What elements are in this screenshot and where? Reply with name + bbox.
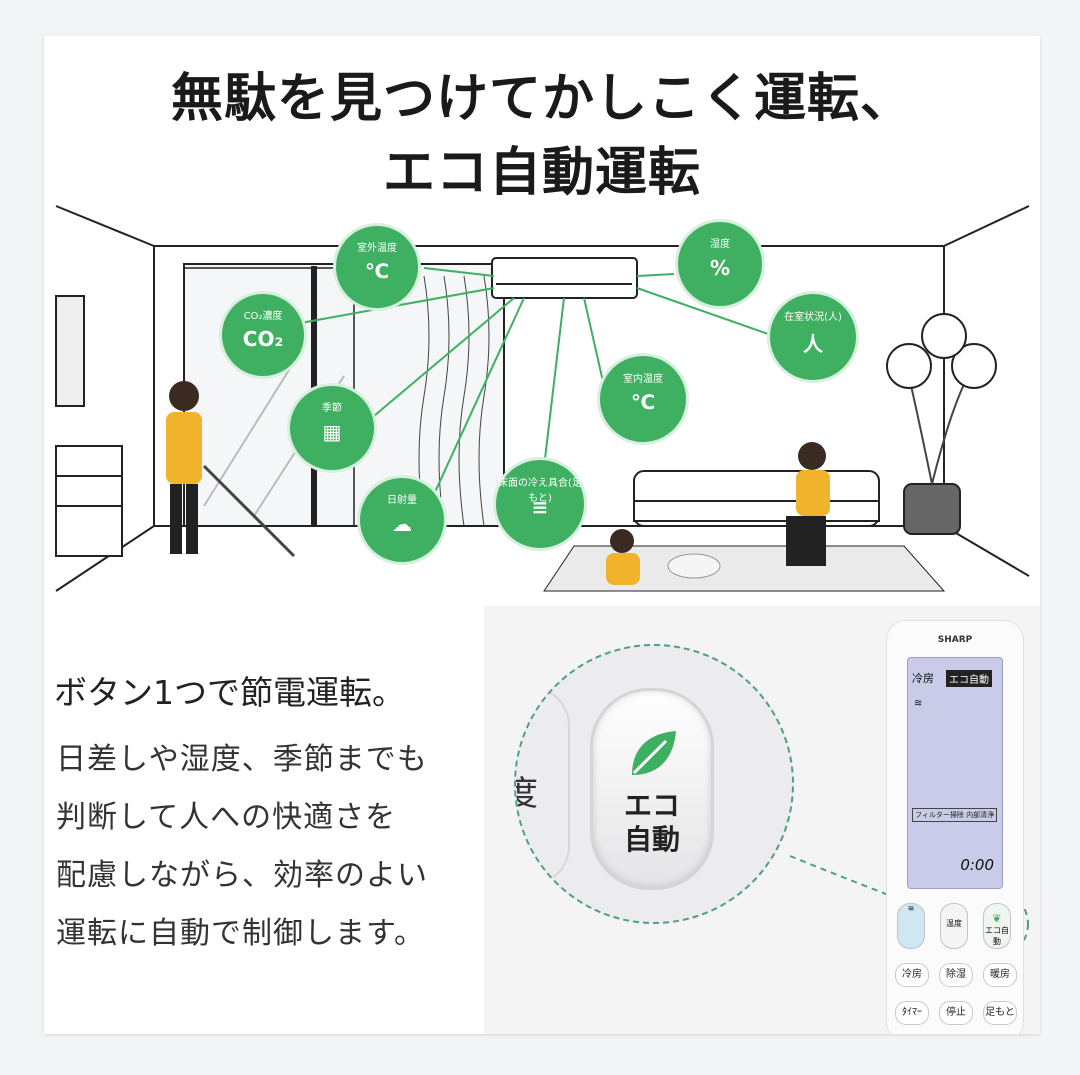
eco-auto-button-large[interactable]: エコ 自動: [590, 688, 714, 890]
fan-icon: ≋: [914, 698, 923, 709]
solar-bubble: 日射量 ☁: [360, 478, 444, 562]
bubble-label: 床面の冷え具合(足もと): [498, 478, 582, 505]
humidity-bubble: 湿度 %: [678, 222, 762, 306]
bubble-label: 在室状況(人): [784, 311, 842, 323]
mode-text: 冷房: [912, 672, 934, 685]
bubble-label: 湿度: [710, 239, 730, 251]
cool-button[interactable]: 冷房: [895, 963, 929, 987]
side-button: [516, 686, 570, 886]
temp-button-label: 温度: [946, 919, 962, 928]
bubble-label: CO₂濃度: [243, 311, 283, 323]
foot-button[interactable]: 足もと: [983, 1001, 1017, 1025]
brand-logo: SHARP: [937, 635, 973, 645]
timer-display: 0:00: [960, 856, 994, 874]
feature-line: 判断して人への快適さを: [56, 800, 397, 835]
stop-button[interactable]: 停止: [939, 1001, 973, 1025]
leaf-small-icon: ❦: [992, 912, 1002, 925]
fan-button[interactable]: ≋: [897, 903, 925, 949]
feature-line: 運転に自動で制御します。: [56, 916, 425, 951]
eco-button-zoom: 度 エコ 自動: [514, 644, 794, 924]
thermometer-sun-icon: ℃: [364, 258, 390, 283]
eco-label-line: エコ: [623, 789, 680, 822]
season-bubble: 季節 ▦: [290, 386, 374, 470]
co2-bubble: CO₂濃度 CO₂: [222, 294, 304, 376]
house-thermometer-icon: ℃: [630, 390, 656, 415]
headline-line-1: 無駄を見つけてかしこく運転、: [170, 69, 913, 129]
remote-photo: 度 エコ 自動 SHARP 冷房 エコ自動 ≋ フィル: [484, 606, 1040, 1034]
side-button-label: 度: [516, 766, 538, 815]
floor-temp-bubble: 床面の冷え具合(足もと) ≡: [496, 460, 584, 548]
eco-label-line: 自動: [623, 823, 680, 856]
remote-control: SHARP 冷房 エコ自動 ≋ フィルター掃除 内部清浄 0:00 ≋ 温度 ❦…: [886, 620, 1024, 1034]
feature-headline: ボタン1つで節電運転。: [54, 673, 405, 712]
bubble-label: 室内温度: [623, 373, 663, 385]
indoor-temp-bubble: 室内温度 ℃: [600, 356, 686, 442]
bubble-label: 日射量: [387, 495, 417, 507]
filter-status: フィルター掃除 内部清浄: [912, 808, 998, 822]
dry-button[interactable]: 除湿: [939, 963, 973, 987]
headline-line-2: エコ自動運転: [382, 143, 701, 203]
calendar-icon: ▦: [322, 419, 342, 444]
bubble-label: 季節: [322, 403, 342, 415]
bubble-label: 室外温度: [357, 243, 397, 255]
room-line-art: [55, 205, 1030, 592]
humidity-icon: %: [709, 255, 731, 280]
product-card: 無駄を見つけてかしこく運転、 エコ自動運転: [44, 36, 1040, 1034]
feature-body: 日差しや湿度、季節までも 判断して人への快適さを 配慮しながら、効率のよい 運転…: [56, 731, 428, 963]
outdoor-temp-bubble: 室外温度 ℃: [336, 226, 418, 308]
room-illustration: 室外温度 ℃ 湿度 % CO₂濃度 CO₂ 在室状況(人) 人 季節 ▦ 室内温…: [44, 196, 1040, 616]
eco-indicator: エコ自動: [946, 670, 992, 687]
temp-button[interactable]: 温度: [940, 903, 968, 949]
eco-auto-button[interactable]: ❦ エコ自動: [983, 903, 1011, 949]
co2-icon: CO₂: [242, 326, 284, 351]
sun-cloud-icon: ☁: [392, 511, 412, 536]
timer-button[interactable]: ﾀｲﾏｰ: [895, 1001, 929, 1025]
feature-line: 日差しや湿度、季節までも: [56, 742, 428, 777]
eco-button-label: エコ 自動: [593, 789, 711, 857]
eco-auto-label: エコ自動: [985, 926, 1009, 946]
heat-button[interactable]: 暖房: [983, 963, 1017, 987]
remote-display: 冷房 エコ自動 ≋ フィルター掃除 内部清浄 0:00: [907, 657, 1003, 889]
feature-text: ボタン1つで節電運転。 日差しや湿度、季節までも 判断して人への快適さを 配慮し…: [44, 626, 484, 1026]
leaf-icon: [632, 731, 676, 775]
occupancy-bubble: 在室状況(人) 人: [770, 294, 856, 380]
person-room-icon: 人: [803, 332, 823, 357]
feature-line: 配慮しながら、効率のよい: [56, 858, 428, 893]
floor-icon: ≡: [531, 495, 549, 520]
